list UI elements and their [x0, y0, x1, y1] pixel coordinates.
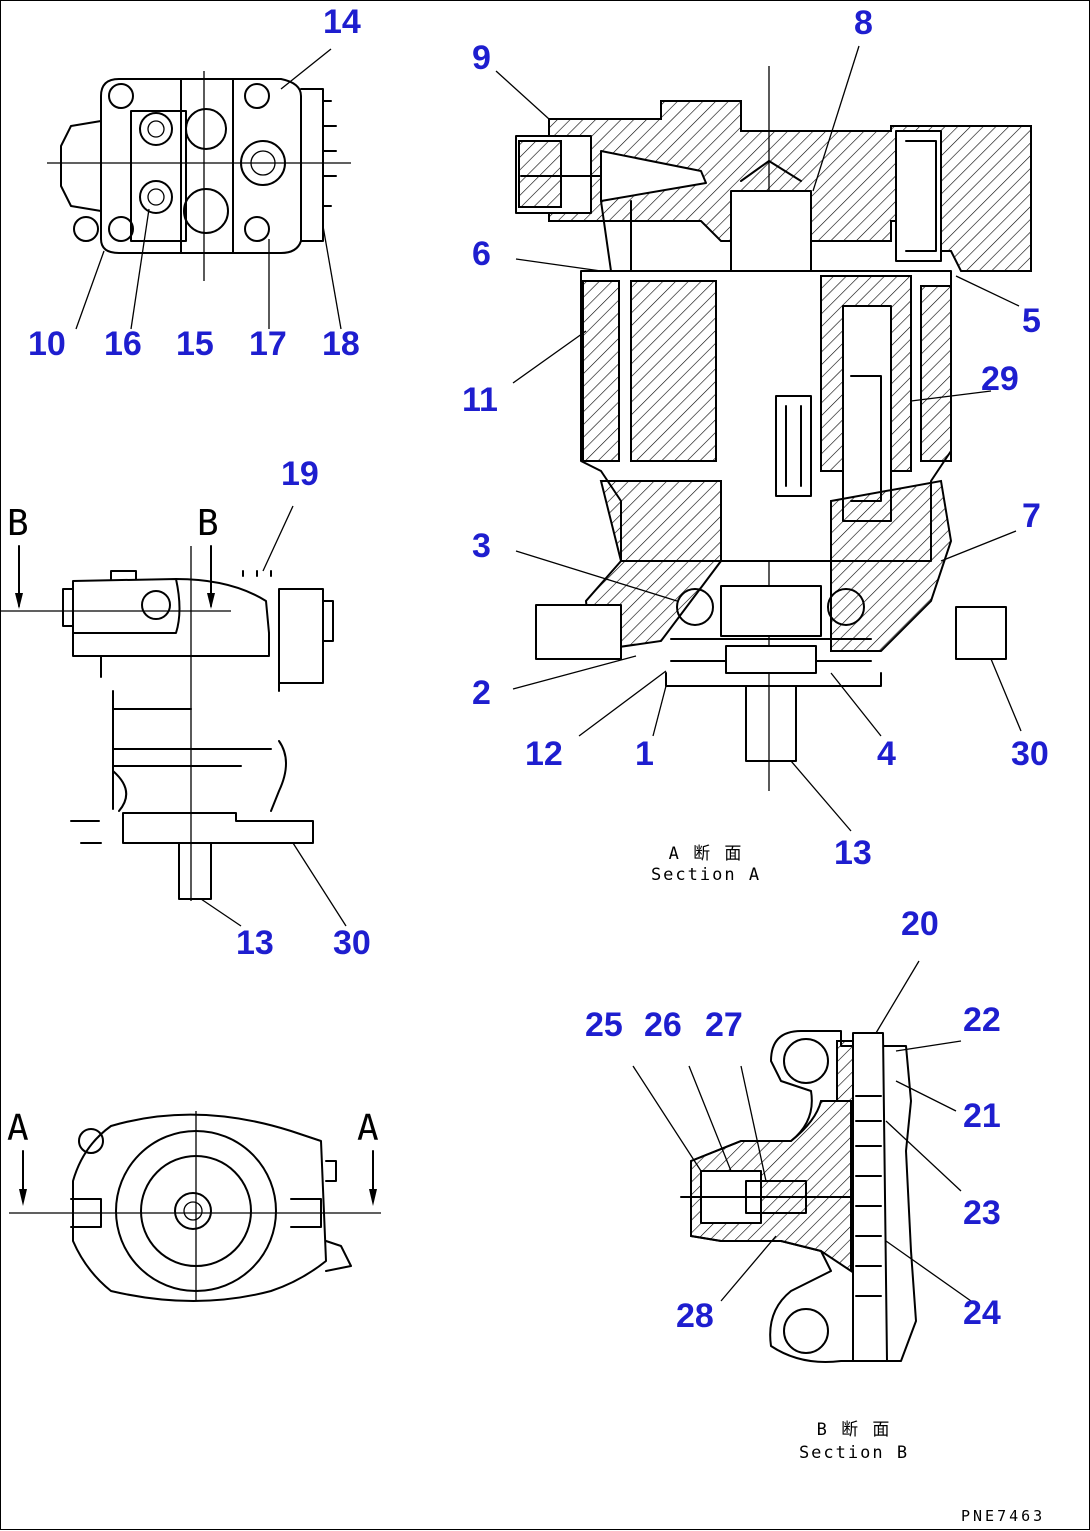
- section-mark-b-left: B: [7, 503, 29, 544]
- callout-25: 25: [585, 1006, 623, 1044]
- callout-8: 8: [854, 4, 873, 42]
- drawing-code: PNE7463: [961, 1507, 1046, 1525]
- callout-2: 2: [472, 674, 491, 712]
- callout-3: 3: [472, 527, 491, 565]
- callout-6: 6: [472, 235, 491, 273]
- section-mark-a-right: A: [357, 1108, 379, 1149]
- callout-20: 20: [901, 905, 939, 943]
- section-a-caption-jp: A 断 面: [668, 844, 744, 864]
- top-view: [47, 48, 351, 330]
- callout-26: 26: [644, 1006, 682, 1044]
- section-b-view: [632, 960, 972, 1363]
- bottom-view: [9, 1111, 381, 1302]
- section-mark-b-right: B: [197, 503, 219, 544]
- callout-12: 12: [525, 735, 563, 773]
- callout-13-section-a: 13: [834, 834, 872, 872]
- callout-23: 23: [963, 1194, 1001, 1232]
- callout-21: 21: [963, 1097, 1001, 1135]
- callout-29: 29: [981, 360, 1019, 398]
- callout-15: 15: [176, 325, 214, 363]
- callout-19: 19: [281, 455, 319, 493]
- callout-28: 28: [676, 1297, 714, 1335]
- callout-9: 9: [472, 39, 491, 77]
- callout-7: 7: [1022, 497, 1041, 535]
- callout-22: 22: [963, 1001, 1001, 1039]
- callout-14: 14: [323, 3, 361, 41]
- callout-16: 16: [104, 325, 142, 363]
- section-b-caption-en: Section B: [798, 1443, 910, 1463]
- callout-5: 5: [1022, 302, 1041, 340]
- callout-1: 1: [635, 735, 654, 773]
- callout-11: 11: [462, 381, 498, 419]
- section-b-caption-jp: B 断 面: [816, 1420, 892, 1440]
- callout-30-section-a: 30: [1011, 735, 1049, 773]
- side-view: [1, 505, 347, 927]
- section-mark-a-left: A: [7, 1108, 29, 1149]
- section-a-view: [495, 45, 1032, 832]
- callout-24: 24: [963, 1294, 1001, 1332]
- callout-30-side: 30: [333, 924, 371, 962]
- callout-13-side: 13: [236, 924, 274, 962]
- callout-10: 10: [28, 325, 66, 363]
- callout-27: 27: [705, 1006, 743, 1044]
- section-a-caption-en: Section A: [650, 865, 762, 885]
- callout-4: 4: [877, 735, 896, 773]
- callout-17: 17: [249, 325, 287, 363]
- callout-18: 18: [322, 325, 360, 363]
